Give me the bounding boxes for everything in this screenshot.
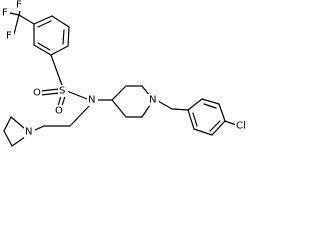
- bond-ar3: [67, 26, 70, 47]
- bond-cp3: [218, 103, 226, 122]
- bonds: [3, 5, 237, 147]
- bond-ring-cl: [224, 120, 237, 126]
- bond-pyr4: [11, 136, 26, 147]
- bond-ar4: [50, 45, 69, 56]
- bond-s-n: [66, 90, 88, 100]
- bond-pip6: [111, 99, 127, 118]
- atom-o2: O: [55, 106, 63, 117]
- bond-cf3-ring: [18, 14, 35, 25]
- bond-f1-c: [9, 12, 20, 16]
- bond-s-o1-b: [40, 92, 60, 96]
- bond-ar1: [33, 15, 53, 25]
- bond-cp1: [187, 98, 203, 111]
- atom-n-piperidine: N: [149, 95, 156, 106]
- bond-ar-inner1: [37, 20, 52, 28]
- atom-labels: F F F S O O N N N Cl: [1, 0, 250, 138]
- atom-f1: F: [2, 8, 8, 19]
- bond-cp5: [193, 128, 213, 136]
- atom-f2: F: [16, 0, 22, 11]
- bond-ar5: [33, 44, 52, 56]
- atom-f3: F: [6, 31, 12, 42]
- bond-s-o1-a: [40, 88, 60, 92]
- bond-f3-c: [13, 14, 20, 35]
- bond-pip4: [141, 104, 151, 118]
- bond-ch2-ch2b: [171, 108, 189, 111]
- bond-cp6: [187, 109, 195, 130]
- atom-n-sulfonamide: N: [88, 95, 95, 106]
- atom-o1: O: [33, 88, 41, 99]
- bond-pyr2: [3, 116, 12, 132]
- atom-n-pyrrolidine: N: [25, 127, 32, 138]
- bond-pyr3: [3, 130, 13, 147]
- bond-pyr1: [10, 116, 25, 129]
- bond-s-o2-a: [57, 95, 62, 107]
- bond-cp-inner3: [192, 112, 198, 127]
- bond-ar-inner3: [37, 42, 51, 51]
- bond-ring-s: [50, 54, 64, 89]
- bond-cp4: [211, 120, 226, 136]
- bond-s-o2-b: [61, 95, 66, 107]
- bond-ch2-npyr: [34, 125, 45, 131]
- bond-cp-inner1: [203, 103, 217, 109]
- bond-cp2: [201, 98, 220, 105]
- bond-cp-inner2: [209, 120, 221, 132]
- atom-s: S: [59, 86, 65, 97]
- bond-ar-inner2: [62, 29, 65, 45]
- chemical-structure: F F F S O O N N N Cl: [1, 0, 250, 147]
- bond-pip1: [111, 85, 127, 101]
- atom-cl: Cl: [236, 121, 246, 132]
- bond-n-ch2: [69, 103, 92, 127]
- bond-npip-ch2: [157, 100, 173, 110]
- bond-ar2: [51, 15, 70, 28]
